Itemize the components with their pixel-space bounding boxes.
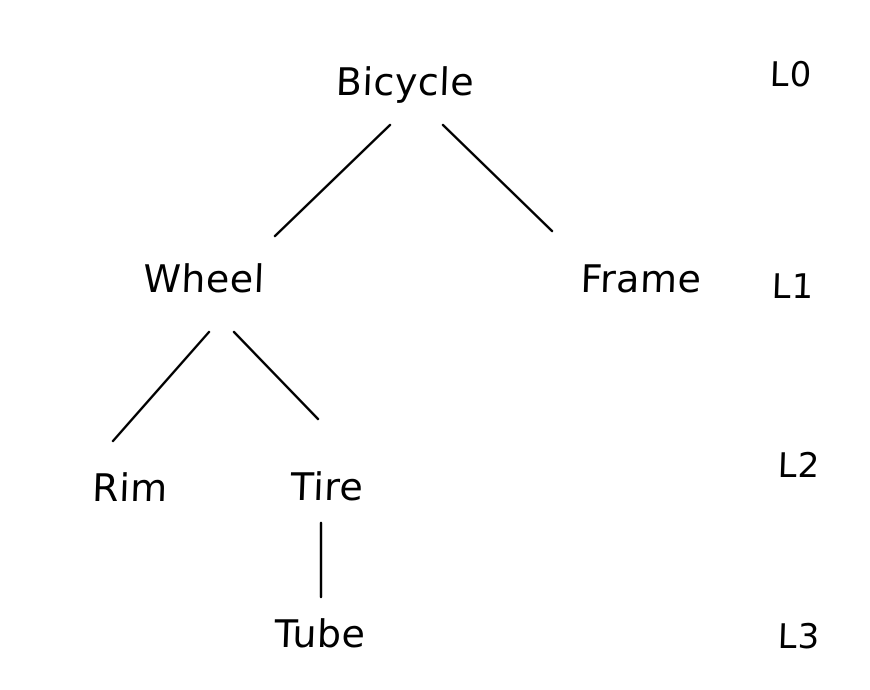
edge-bicycle-wheel (273, 123, 392, 238)
edge-wheel-rim (111, 330, 211, 443)
node-wheel[interactable]: Wheel (142, 257, 266, 301)
level-label-l1: L1 (771, 267, 815, 307)
node-bicycle[interactable]: Bicycle (335, 60, 475, 104)
level-label-l0: L0 (769, 55, 813, 95)
level-label-l2: L2 (777, 446, 821, 486)
edge-bicycle-frame (441, 123, 554, 233)
node-tube[interactable]: Tube (273, 612, 367, 656)
node-frame[interactable]: Frame (579, 257, 703, 301)
level-label-l3: L3 (777, 617, 821, 657)
edge-wheel-tire (232, 330, 320, 421)
node-tire[interactable]: Tire (289, 465, 365, 509)
node-rim[interactable]: Rim (91, 466, 169, 510)
